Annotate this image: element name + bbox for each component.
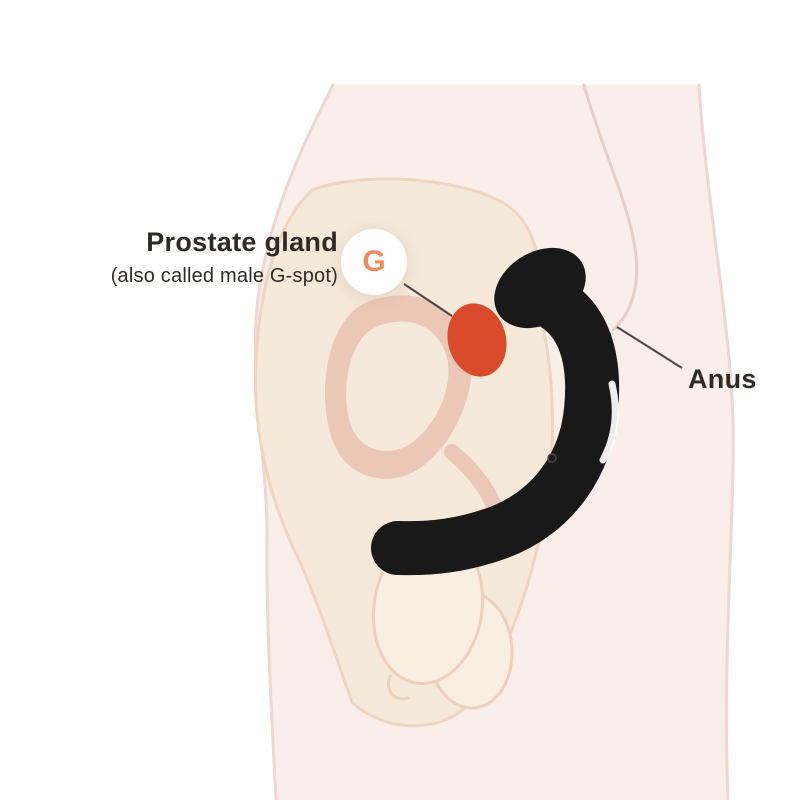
device-head (494, 247, 586, 329)
scrotum-detail-line (387, 674, 410, 701)
device-button (547, 453, 557, 463)
anus-label: Anus (688, 364, 757, 394)
g-spot-badge: G (341, 229, 407, 295)
anus-leader-line (616, 326, 683, 369)
prostate-label: Prostate gland (also called male G-spot) (48, 227, 338, 288)
device-body (371, 273, 620, 576)
body-right-contour (697, 83, 735, 800)
g-spot-badge-letter: G (362, 245, 386, 278)
device-highlight (599, 380, 619, 464)
rectum-outline-inner (346, 321, 449, 451)
prostate-label-title: Prostate gland (146, 227, 338, 257)
prostate-leader-line (403, 283, 453, 317)
prostate-label-subtitle: (also called male G-spot) (110, 265, 338, 287)
prostate-gland-shape (447, 303, 507, 377)
buttock-crease-line (582, 83, 639, 332)
